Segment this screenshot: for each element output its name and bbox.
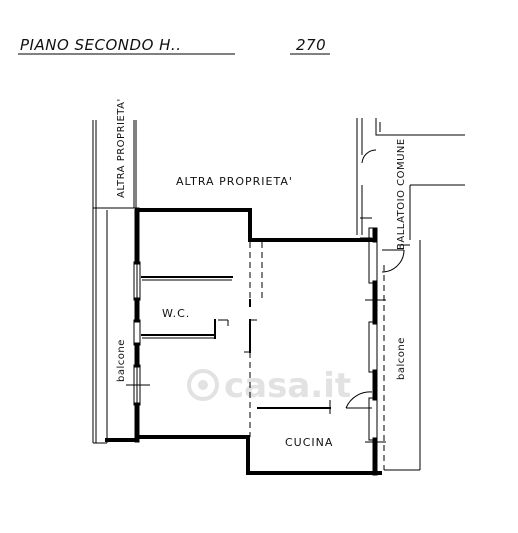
common-corridor xyxy=(356,118,465,471)
label-wc: W.C. xyxy=(162,307,190,320)
label-altra-proprieta-left: ALTRA PROPRIETA' xyxy=(116,98,127,198)
apartment-walls xyxy=(105,207,386,476)
interior-partitions xyxy=(141,242,331,437)
label-balcone-left: balcone xyxy=(116,339,127,382)
label-balcone-right: balcone xyxy=(396,337,407,380)
kitchen-door xyxy=(345,391,373,409)
plan-title: PIANO SECONDO H.. xyxy=(20,36,181,54)
label-cucina: CUCINA xyxy=(285,436,333,449)
label-altra-proprieta-top: ALTRA PROPRIETA' xyxy=(176,175,293,188)
left-balcony-frame xyxy=(92,120,137,444)
label-ballatoio-comune: BALLATOIO COMUNE xyxy=(396,138,407,250)
plan-height-value: 270 xyxy=(296,36,326,54)
watermark-logo: casa.it xyxy=(187,366,351,406)
watermark-text: casa.it xyxy=(224,366,351,406)
